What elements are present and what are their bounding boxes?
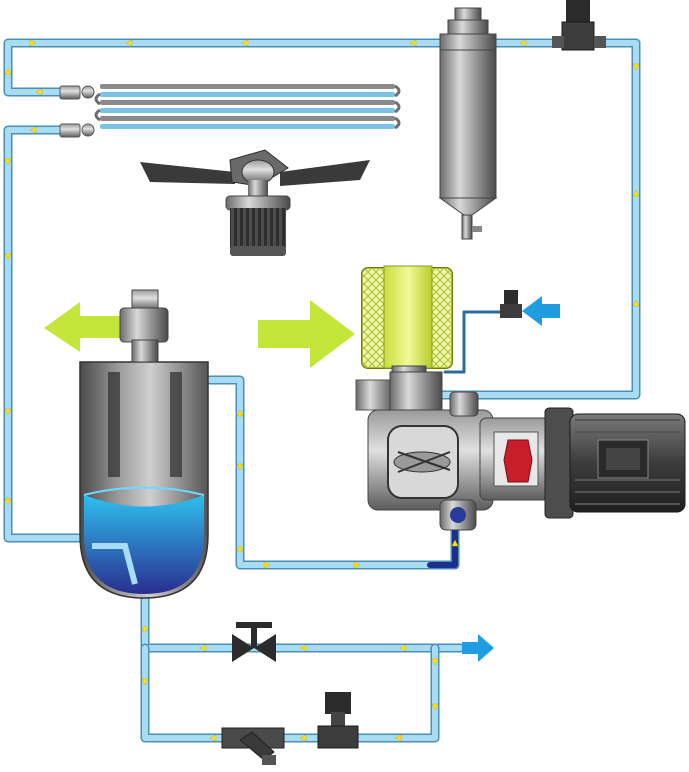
intake-inlet-arrow bbox=[522, 296, 560, 326]
oil-filter bbox=[438, 7, 498, 240]
cooling-fan bbox=[140, 149, 370, 198]
minimum-pressure-valve bbox=[119, 289, 169, 363]
flow-markers bbox=[4, 39, 640, 742]
solenoid-valve-top bbox=[552, 0, 606, 51]
intake-air-arrow bbox=[258, 300, 355, 368]
drive-motor bbox=[544, 407, 686, 519]
manual-valve bbox=[232, 622, 276, 662]
outlet-arrow bbox=[462, 634, 494, 662]
drain-solenoid-valve bbox=[317, 692, 359, 749]
intake-solenoid-valve bbox=[500, 290, 522, 318]
compressor-airend bbox=[355, 371, 494, 531]
coupling-housing bbox=[479, 417, 553, 501]
exhaust-air-arrow bbox=[44, 302, 120, 352]
strainer bbox=[221, 727, 285, 765]
fan-motor bbox=[225, 195, 291, 256]
intake-air-filter bbox=[361, 265, 453, 385]
oil-separator-tank bbox=[79, 361, 209, 599]
coupling bbox=[503, 439, 533, 483]
air-oil-cooler bbox=[59, 84, 401, 138]
pipe-network bbox=[3, 38, 641, 743]
